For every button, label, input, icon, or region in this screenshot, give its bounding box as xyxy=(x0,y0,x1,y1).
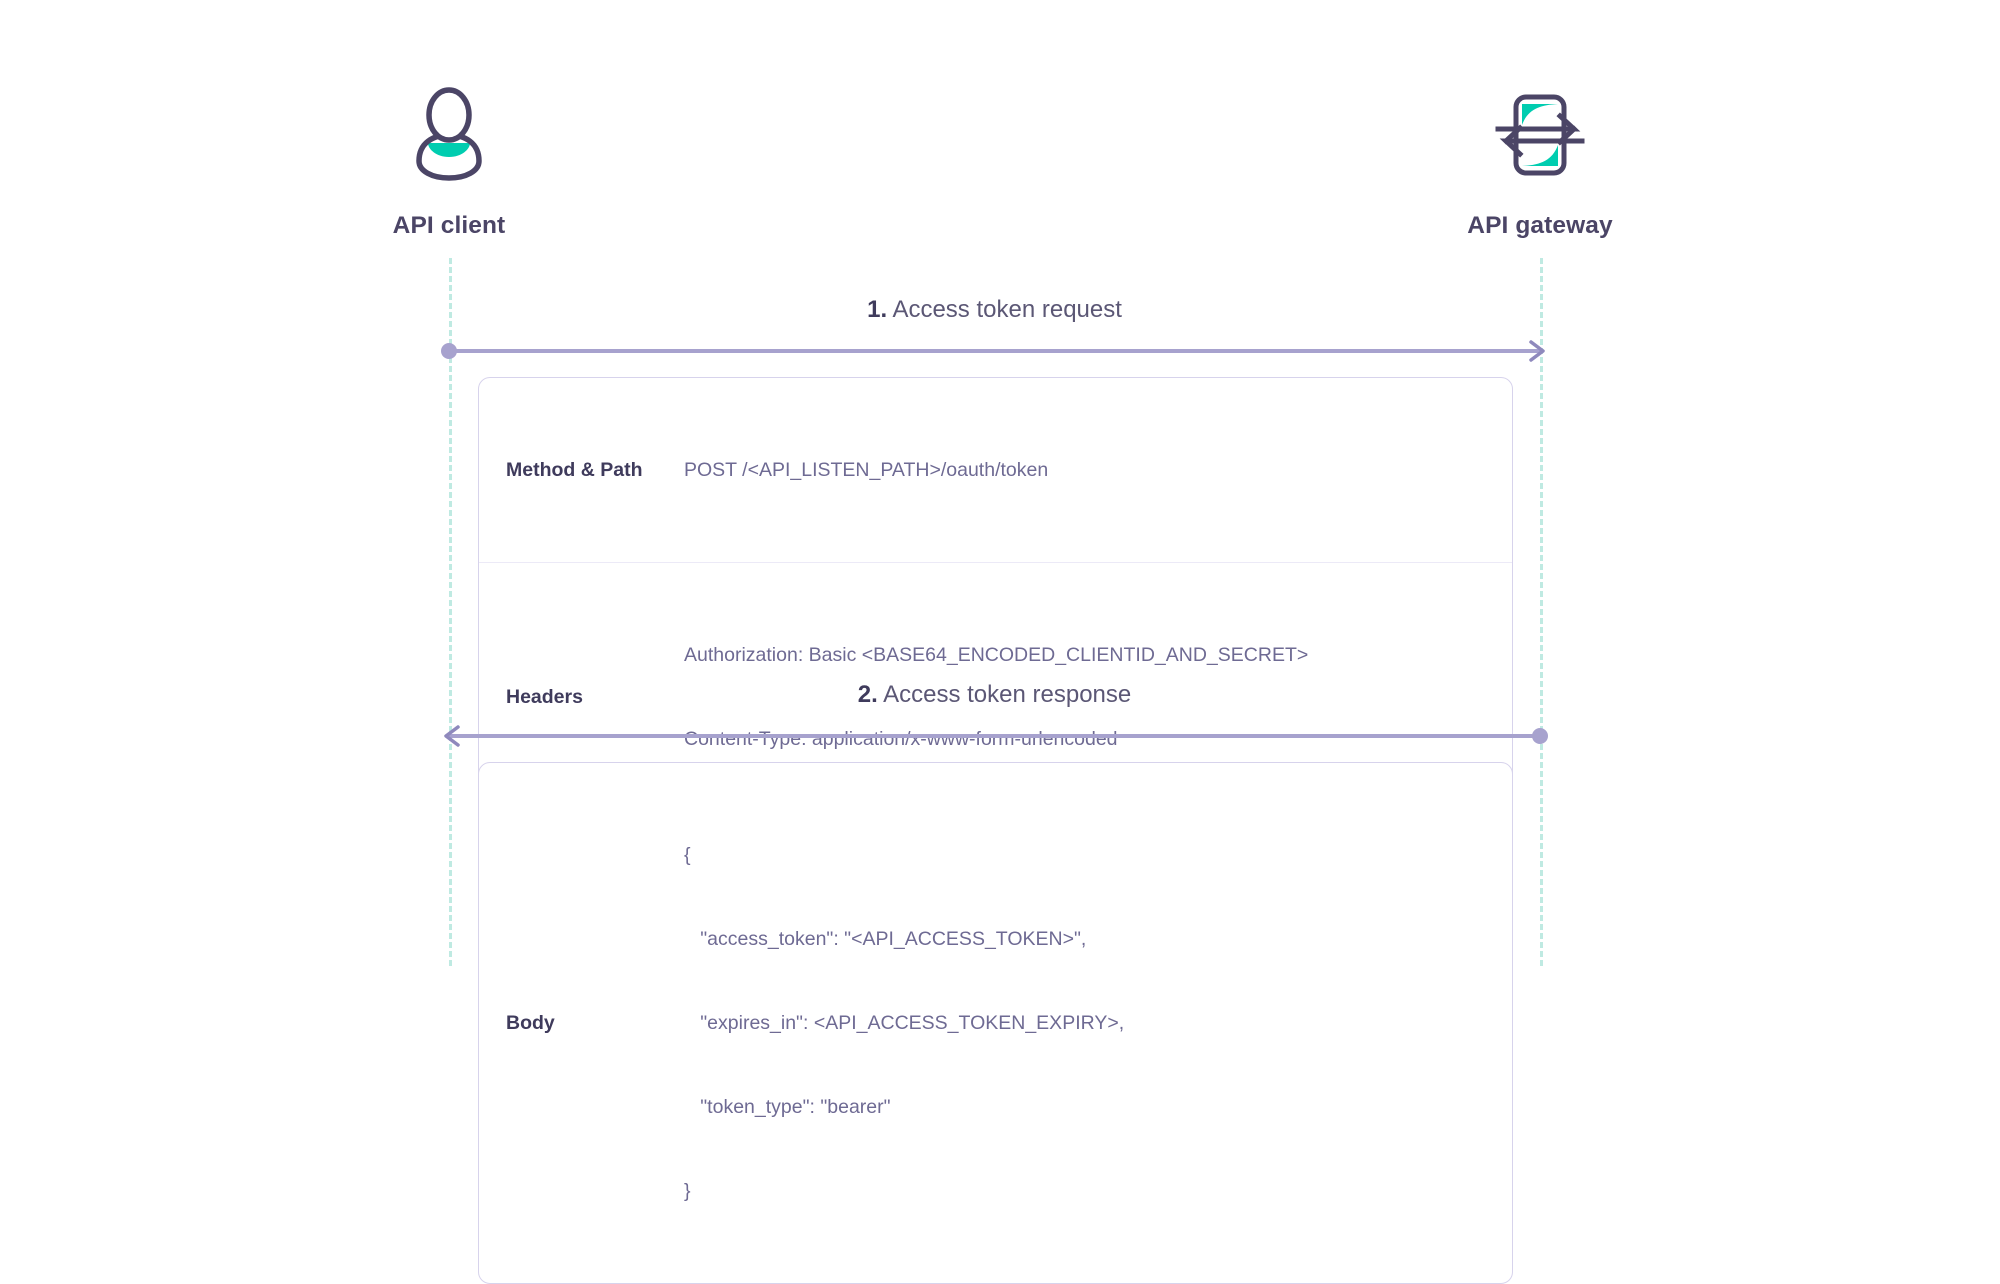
table-row: Body { "access_token": "<API_ACCESS_TOKE… xyxy=(479,763,1512,1283)
detail-key: Body xyxy=(506,1011,555,1034)
actor-api-client: API client xyxy=(319,80,579,240)
detail-line: { xyxy=(684,844,691,866)
arrow-line xyxy=(449,733,1540,738)
message-1-label: 1. Access token request xyxy=(449,296,1540,325)
actor-label-api-client: API client xyxy=(392,212,506,239)
message-2-number: 2. xyxy=(857,681,878,708)
message-2-arrow xyxy=(444,724,1548,748)
detail-line: Authorization: Basic <BASE64_ENCODED_CLI… xyxy=(684,644,1309,666)
lifeline-api-client xyxy=(449,258,452,966)
detail-value: POST /<API_LISTEN_PATH>/oauth/token xyxy=(684,378,1512,562)
message-2-detail-table: Body { "access_token": "<API_ACCESS_TOKE… xyxy=(478,762,1513,1284)
detail-line: "expires_in": <API_ACCESS_TOKEN_EXPIRY>, xyxy=(684,1012,1125,1034)
detail-key: Headers xyxy=(506,685,583,708)
message-1-number: 1. xyxy=(867,296,888,323)
arrow-origin-dot xyxy=(441,342,457,359)
detail-line: POST /<API_LISTEN_PATH>/oauth/token xyxy=(684,459,1049,481)
actor-api-gateway: API gateway xyxy=(1410,80,1670,240)
message-2-title: Access token response xyxy=(883,681,1132,708)
table-row: Headers Authorization: Basic <BASE64_ENC… xyxy=(479,562,1512,831)
message-1-title: Access token request xyxy=(892,296,1122,323)
arrow-head-left-icon xyxy=(443,724,467,748)
table-row: Method & Path POST /<API_LISTEN_PATH>/oa… xyxy=(479,378,1512,562)
arrow-head-right-icon xyxy=(1522,339,1546,363)
message-2-access-token-response: 2. Access token response xyxy=(444,681,1548,748)
lifeline-api-gateway xyxy=(1540,258,1543,966)
detail-value: Authorization: Basic <BASE64_ENCODED_CLI… xyxy=(684,563,1512,831)
detail-line: "access_token": "<API_ACCESS_TOKEN>", xyxy=(684,928,1087,950)
sequence-diagram: API client API gateway 1. Access token r… xyxy=(319,80,1670,1284)
api-gateway-icon xyxy=(1410,80,1670,190)
detail-key: Method & Path xyxy=(506,458,643,481)
user-avatar-icon xyxy=(319,80,579,190)
detail-line: Content-Type: application/x-www-form-url… xyxy=(684,728,1118,750)
message-1-access-token-request: 1. Access token request xyxy=(441,296,1545,363)
detail-line: "token_type": "bearer" xyxy=(684,1096,891,1118)
message-2-label: 2. Access token response xyxy=(449,681,1540,710)
arrow-line xyxy=(449,348,1540,353)
message-1-arrow xyxy=(441,339,1545,363)
arrow-origin-dot xyxy=(1532,727,1548,744)
detail-line: } xyxy=(684,1180,691,1202)
actor-label-api-gateway: API gateway xyxy=(1467,212,1613,239)
detail-value: { "access_token": "<API_ACCESS_TOKEN>", … xyxy=(684,763,1512,1283)
